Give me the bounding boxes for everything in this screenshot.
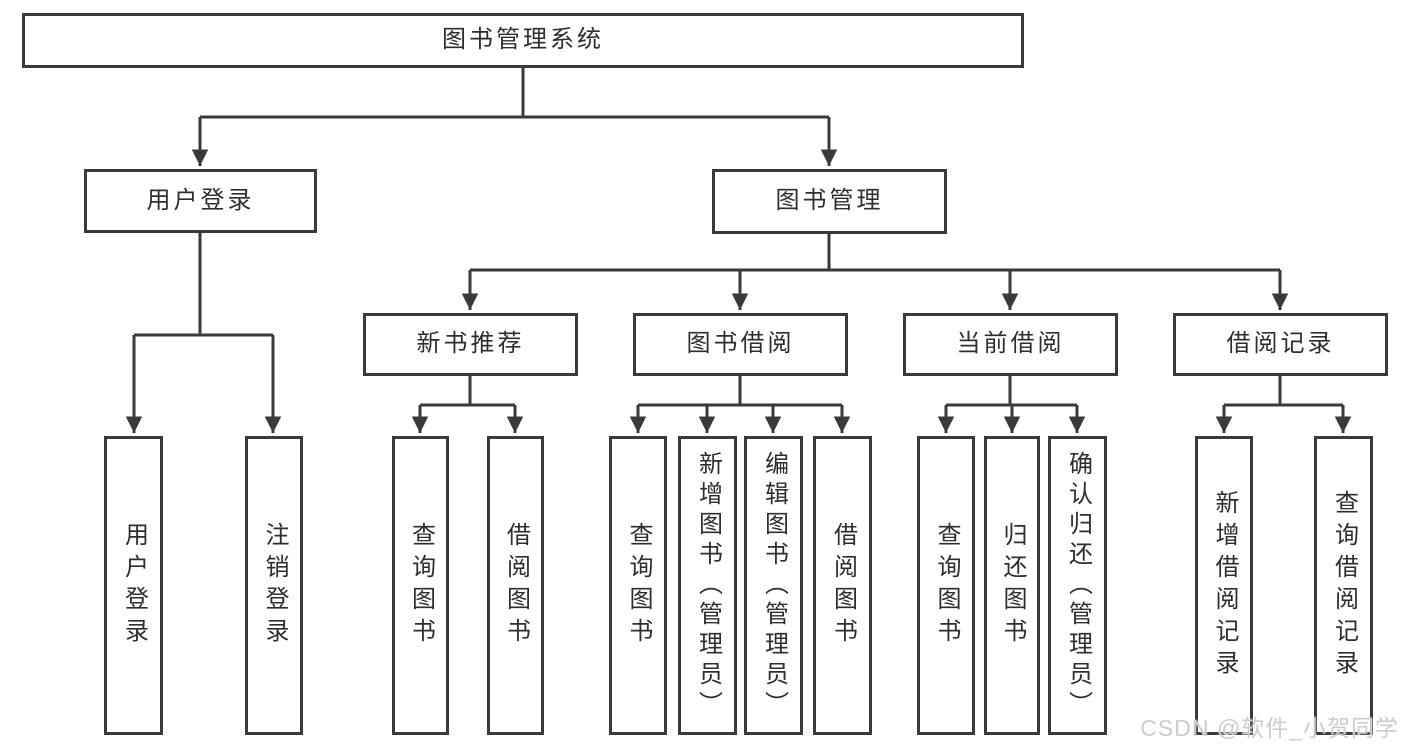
node-leaf-edit-book-admin-label: 编辑图书（管理员） — [760, 450, 788, 721]
node-leaf-add-borrow-record-label: 新增借阅记录 — [1211, 489, 1238, 682]
node-book-management-label: 图书管理 — [775, 187, 884, 215]
node-leaf-borrow-books-2: 借阅图书 — [813, 436, 872, 735]
node-user-login-label: 用户登录 — [146, 186, 255, 214]
node-leaf-user-login: 用户登录 — [104, 436, 163, 735]
node-current-borrowing-label: 当前借阅 — [956, 330, 1065, 358]
node-leaf-query-books-3: 查询图书 — [917, 436, 975, 735]
node-borrowing-records-label: 借阅记录 — [1226, 330, 1335, 358]
node-leaf-logout: 注销登录 — [245, 436, 303, 735]
node-leaf-user-login-label: 用户登录 — [120, 521, 148, 650]
node-leaf-add-borrow-record: 新增借阅记录 — [1195, 436, 1253, 735]
node-leaf-query-books-1-label: 查询图书 — [407, 521, 435, 650]
node-leaf-edit-book-admin: 编辑图书（管理员） — [744, 436, 803, 735]
node-leaf-query-books-3-label: 查询图书 — [933, 521, 960, 650]
node-leaf-return-books: 归还图书 — [984, 436, 1040, 735]
node-new-book-recommend: 新书推荐 — [363, 313, 578, 376]
node-leaf-confirm-return-admin: 确认归还（管理员） — [1048, 436, 1107, 735]
node-book-borrowing-label: 图书借阅 — [686, 330, 795, 358]
node-leaf-query-books-1: 查询图书 — [392, 436, 449, 735]
node-leaf-query-borrow-record-label: 查询借阅记录 — [1330, 489, 1358, 682]
node-root: 图书管理系统 — [22, 13, 1024, 68]
node-borrowing-records: 借阅记录 — [1173, 313, 1388, 376]
node-leaf-add-book-admin: 新增图书（管理员） — [678, 436, 737, 735]
node-user-login: 用户登录 — [84, 169, 317, 233]
node-leaf-query-books-2: 查询图书 — [609, 436, 667, 735]
node-leaf-borrow-books-1: 借阅图书 — [487, 436, 544, 735]
node-leaf-confirm-return-admin-label: 确认归还（管理员） — [1064, 450, 1092, 721]
node-current-borrowing: 当前借阅 — [903, 313, 1118, 376]
node-leaf-borrow-books-2-label: 借阅图书 — [829, 521, 857, 650]
node-book-management: 图书管理 — [712, 169, 947, 234]
node-new-book-recommend-label: 新书推荐 — [416, 330, 525, 358]
node-leaf-query-borrow-record: 查询借阅记录 — [1314, 436, 1373, 735]
node-leaf-borrow-books-1-label: 借阅图书 — [502, 521, 530, 650]
node-leaf-return-books-label: 归还图书 — [999, 521, 1026, 650]
node-leaf-add-book-admin-label: 新增图书（管理员） — [694, 450, 722, 721]
node-leaf-logout-label: 注销登录 — [261, 521, 288, 650]
node-book-borrowing: 图书借阅 — [633, 313, 848, 376]
node-root-label: 图书管理系统 — [442, 26, 604, 54]
node-leaf-query-books-2-label: 查询图书 — [625, 521, 652, 650]
